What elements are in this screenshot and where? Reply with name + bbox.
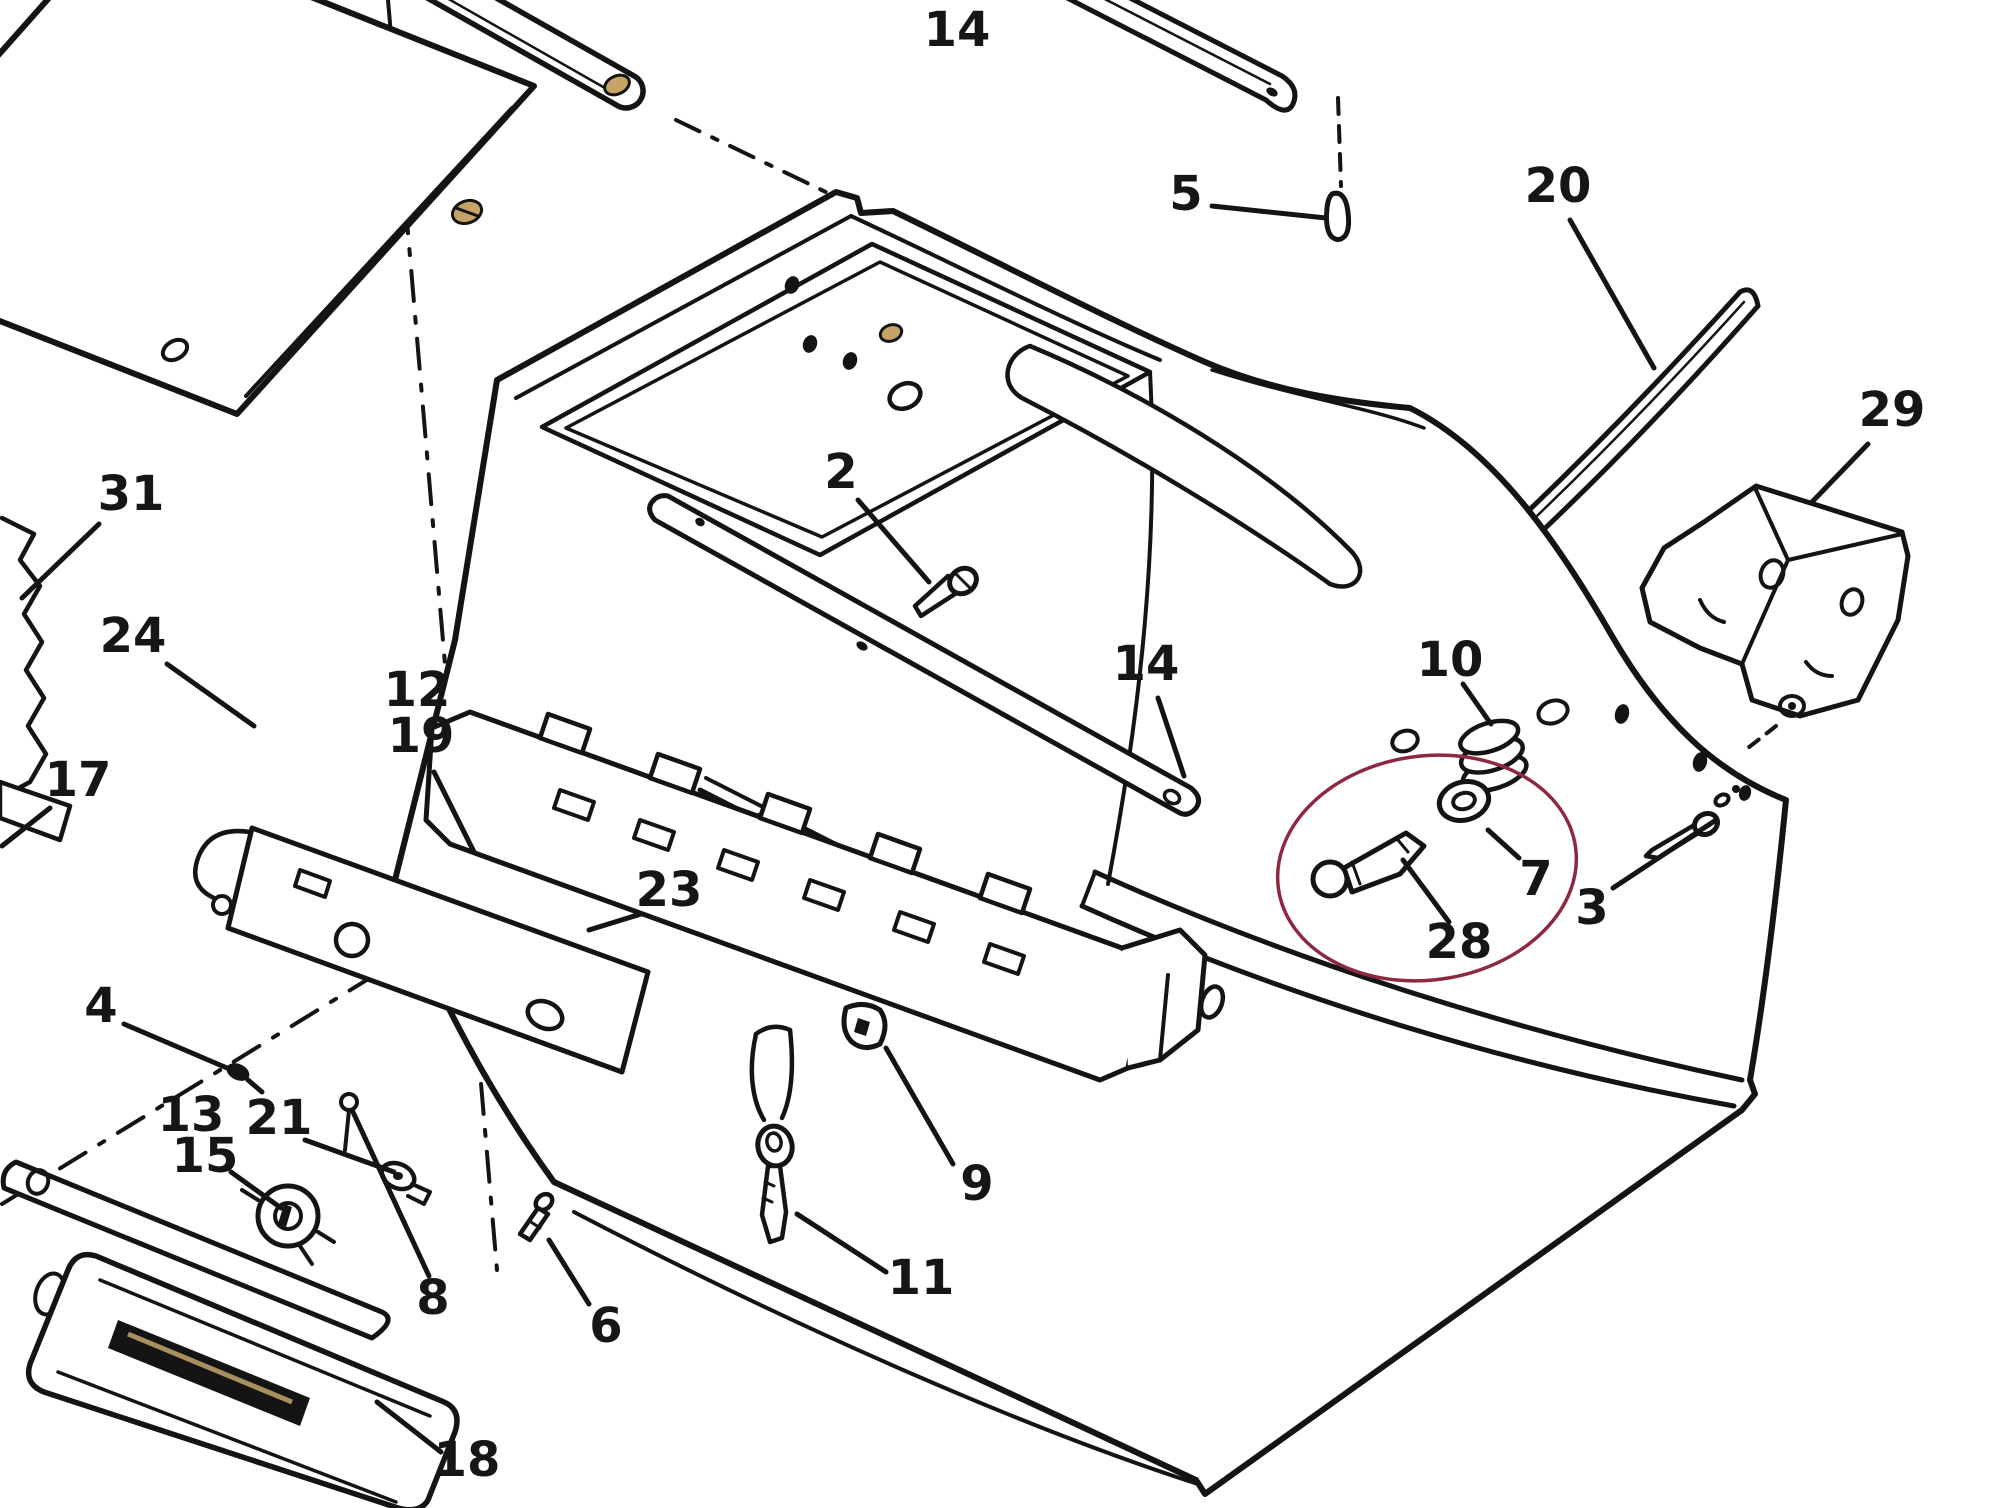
latch-pin	[339, 1092, 359, 1112]
callout-label-15-18: 15	[172, 1128, 239, 1184]
callout-leader-17-6	[0, 805, 53, 849]
latch-lower-plate	[193, 825, 651, 1152]
push-pin-28	[1310, 830, 1427, 899]
callout-label-11-23: 11	[888, 1250, 955, 1306]
screw-2	[912, 565, 979, 619]
callout-leader-2-9	[855, 497, 932, 585]
callout-leader-23-12	[586, 911, 644, 933]
callout-label-14-0: 14	[924, 2, 991, 58]
callout-leader-9-22	[883, 1045, 956, 1167]
callout-leader-3-14	[1610, 817, 1719, 891]
console-screw	[878, 323, 904, 343]
bin-assembly-18	[0, 1159, 460, 1508]
callout-label-2-9: 2	[824, 444, 857, 500]
callout-label-9-22: 9	[960, 1156, 993, 1212]
callout-label-19-8: 19	[388, 708, 455, 764]
glovebox-door-panel	[0, 0, 537, 417]
callout-leader-14-10	[1155, 695, 1187, 779]
callout-label-14-10: 14	[1113, 636, 1180, 692]
grommet-10	[1458, 718, 1529, 793]
callout-leader-18-24	[374, 1399, 444, 1455]
callout-label-24-5: 24	[100, 608, 167, 664]
callout-label-17-6: 17	[45, 752, 112, 808]
callout-leader-29-3	[1809, 441, 1871, 505]
cowl-recess	[1005, 343, 1363, 589]
screw-6	[517, 1191, 555, 1243]
callout-label-13-17: 13	[158, 1087, 225, 1143]
callout-label-28-15: 28	[1426, 914, 1493, 970]
door-hole	[160, 337, 190, 363]
callout-label-7-13: 7	[1519, 851, 1552, 907]
callout-leader-4-16	[121, 1021, 230, 1071]
callout-label-31-4: 31	[98, 466, 165, 522]
clip-nut-9	[841, 1002, 888, 1050]
callout-leader-20-2	[1567, 217, 1657, 371]
glovebox-aperture	[539, 241, 1153, 558]
screw-4	[226, 1063, 265, 1095]
bracket-screw	[1778, 694, 1806, 718]
callout-leader-31-4	[19, 521, 102, 601]
axis-dash-line-rivet	[1336, 96, 1343, 188]
retainer-strip-top	[1065, 0, 1298, 113]
serrated-strip-31	[0, 515, 73, 843]
callout-leader-24-5	[164, 661, 257, 729]
bar-screw	[603, 73, 631, 97]
hinge-bracket-29	[1639, 483, 1911, 719]
callout-leader-11-23	[794, 1211, 889, 1275]
callout-label-18-24: 18	[434, 1432, 501, 1488]
callout-label-29-3: 29	[1859, 382, 1926, 438]
callout-leader-19-8	[431, 769, 477, 855]
callout-label-6-21: 6	[589, 1298, 622, 1354]
highlight-ellipse	[1275, 753, 1579, 983]
axis-dash-line-bracket-screw	[1746, 724, 1778, 750]
callout-leader-6-21	[546, 1237, 592, 1307]
callout-label-3-14: 3	[1575, 880, 1608, 936]
callout-label-5-1: 5	[1169, 166, 1202, 222]
lock-cylinder	[240, 1183, 336, 1266]
key-11	[749, 1024, 795, 1245]
axis-dash-line-lock	[0, 960, 398, 1206]
retainer-strip-middle	[647, 493, 1202, 817]
callout-leader-5-1	[1209, 203, 1329, 221]
callout-leader-10-11	[1460, 681, 1494, 727]
callout-label-10-11: 10	[1417, 632, 1484, 688]
callout-leader-28-15	[1400, 857, 1452, 925]
callout-leader-8-20	[350, 1109, 432, 1279]
callout-label-8-20: 8	[416, 1270, 449, 1326]
callout-label-12-7: 12	[384, 662, 451, 718]
callout-label-20-2: 20	[1525, 158, 1592, 214]
latch-plate-assembly	[423, 709, 1226, 1083]
callout-label-4-16: 4	[84, 978, 117, 1034]
rivet-5	[1324, 190, 1352, 242]
washer-7	[1436, 779, 1492, 823]
door-stay-bar	[348, 0, 646, 111]
callout-label-23-12: 23	[636, 862, 703, 918]
callout-label-21-19: 21	[246, 1090, 313, 1146]
callout-leader-15-18	[228, 1169, 284, 1211]
axis-dash-line-door-pivot	[674, 118, 832, 196]
callout-leader-7-13	[1485, 827, 1522, 861]
console-body	[392, 189, 1789, 1497]
